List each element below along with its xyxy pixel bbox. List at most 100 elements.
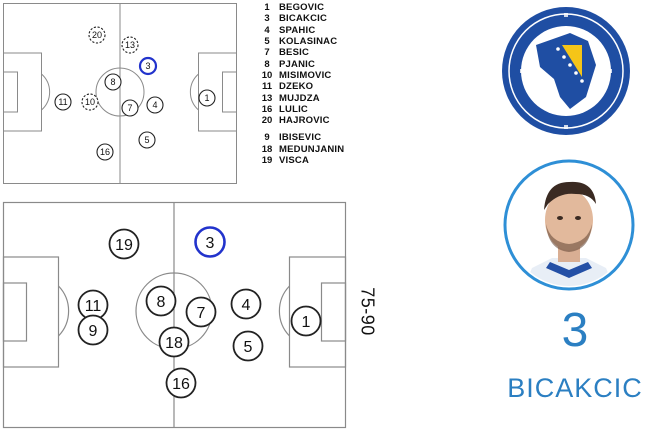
player-marker-ring (108, 228, 140, 260)
small-formation-pitch: 20 13 3 8 11 10 7 4 1 5 16 (3, 3, 237, 184)
player-marker[interactable]: 5 (138, 131, 156, 149)
roster-number: 19 (261, 155, 273, 166)
player-marker-number: 1 (302, 314, 311, 331)
player-marker[interactable]: 11 (54, 93, 72, 111)
roster-row: 19 VISCA (257, 155, 397, 166)
player-marker[interactable]: 10 (81, 93, 99, 111)
player-marker-ring (121, 36, 139, 54)
player-marker-ring (138, 131, 156, 149)
roster-row: 16 LULIC (257, 104, 397, 115)
player-marker[interactable]: 7 (121, 99, 139, 117)
player-marker-ring (198, 89, 216, 107)
player-marker-ring (232, 330, 264, 362)
player-marker-number: 19 (115, 237, 133, 254)
roster-row: 3 BICAKCIC (257, 13, 397, 24)
player-marker-ring (194, 226, 226, 258)
player-marker[interactable]: 9 (77, 314, 109, 346)
player-marker-ring (88, 26, 106, 44)
selected-player-name: BICAKCIC (507, 373, 643, 403)
player-marker[interactable]: 20 (88, 26, 106, 44)
player-marker-ring (104, 73, 122, 91)
player-marker-number: 7 (127, 103, 132, 113)
roster-player-name: BICAKCIC (279, 13, 328, 25)
roster-player-name: VISCA (279, 155, 310, 166)
player-marker[interactable]: 16 (165, 367, 197, 399)
roster-number: 20 (261, 115, 273, 127)
roster-number: 16 (261, 103, 273, 115)
player-marker-ring (146, 96, 164, 114)
period-label: 75-90 (357, 287, 378, 336)
player-marker-number: 16 (172, 376, 190, 393)
player-marker-number: 4 (152, 100, 157, 110)
player-marker[interactable]: 8 (145, 285, 177, 317)
player-marker-ring (165, 367, 197, 399)
player-marker[interactable]: 11 (77, 289, 109, 321)
player-marker-ring (230, 288, 262, 320)
player-marker[interactable]: 19 (108, 228, 140, 260)
player-marker-number: 18 (165, 335, 183, 352)
selected-player-number: 3 (561, 304, 589, 357)
player-marker[interactable]: 4 (230, 288, 262, 320)
player-marker-number: 3 (206, 235, 215, 252)
player-marker-number: 3 (145, 61, 150, 71)
roster-number: 3 (264, 13, 270, 25)
roster-player-name: PJANIC (279, 58, 316, 70)
roster-number: 11 (261, 81, 273, 93)
player-marker-ring (77, 314, 109, 346)
player-marker[interactable]: 16 (96, 143, 114, 161)
player-marker-number: 5 (144, 135, 149, 145)
roster-player-name: KOLASINAC (279, 36, 338, 48)
roster-row: 11 DZEKO (257, 81, 397, 92)
player-marker-ring (54, 93, 72, 111)
player-marker-number: 9 (89, 323, 98, 340)
roster-player-name: IBISEVIC (279, 132, 322, 144)
player-marker-number: 8 (110, 77, 115, 87)
player-marker-ring (138, 56, 158, 76)
player-marker-ring (121, 99, 139, 117)
player-marker[interactable]: 13 (121, 36, 139, 54)
roster-player-name: BESIC (279, 47, 310, 59)
player-marker-ring (290, 305, 322, 337)
roster-player-name: HAJROVIC (279, 115, 330, 127)
roster-number: 1 (264, 2, 270, 14)
large-formation-pitch: 19 3 11 9 8 7 18 4 1 5 16 (2, 201, 347, 429)
player-marker[interactable]: 5 (232, 330, 264, 362)
player-marker-number: 1 (204, 93, 209, 103)
roster-number: 7 (264, 47, 270, 59)
player-marker-ring (185, 296, 217, 328)
player-marker-number: 16 (100, 147, 110, 157)
player-marker-number: 11 (85, 298, 102, 315)
player-portrait-icon (503, 159, 635, 291)
roster-number: 10 (261, 69, 273, 81)
player-marker[interactable]: 4 (146, 96, 164, 114)
player-marker[interactable]: 7 (185, 296, 217, 328)
player-marker-number: 10 (85, 97, 95, 107)
roster-player-name: LULIC (279, 103, 308, 115)
player-marker-ring (81, 93, 99, 111)
roster-number: 13 (261, 92, 273, 104)
player-marker[interactable]: 8 (104, 73, 122, 91)
player-marker-ring (158, 326, 190, 358)
roster-player-name: DZEKO (279, 81, 314, 93)
player-marker-ring (96, 143, 114, 161)
roster-number: 8 (264, 58, 270, 70)
roster-player-name: SPAHIC (279, 24, 316, 36)
player-marker[interactable]: 3 (138, 56, 158, 76)
player-marker-number: 5 (244, 339, 253, 356)
player-marker-number: 8 (157, 294, 166, 311)
player-marker-number: 13 (125, 40, 135, 50)
player-marker[interactable]: 1 (198, 89, 216, 107)
player-marker-number: 7 (197, 305, 206, 322)
roster-row: 7 BESIC (257, 47, 397, 58)
bosnia-herzegovina-fa-crest-icon (502, 7, 630, 135)
player-marker[interactable]: 18 (158, 326, 190, 358)
player-marker[interactable]: 1 (290, 305, 322, 337)
roster-row: 20 HAJROVIC (257, 115, 397, 126)
player-marker[interactable]: 3 (194, 226, 226, 258)
roster-player-name: MUJDZA (279, 92, 320, 104)
